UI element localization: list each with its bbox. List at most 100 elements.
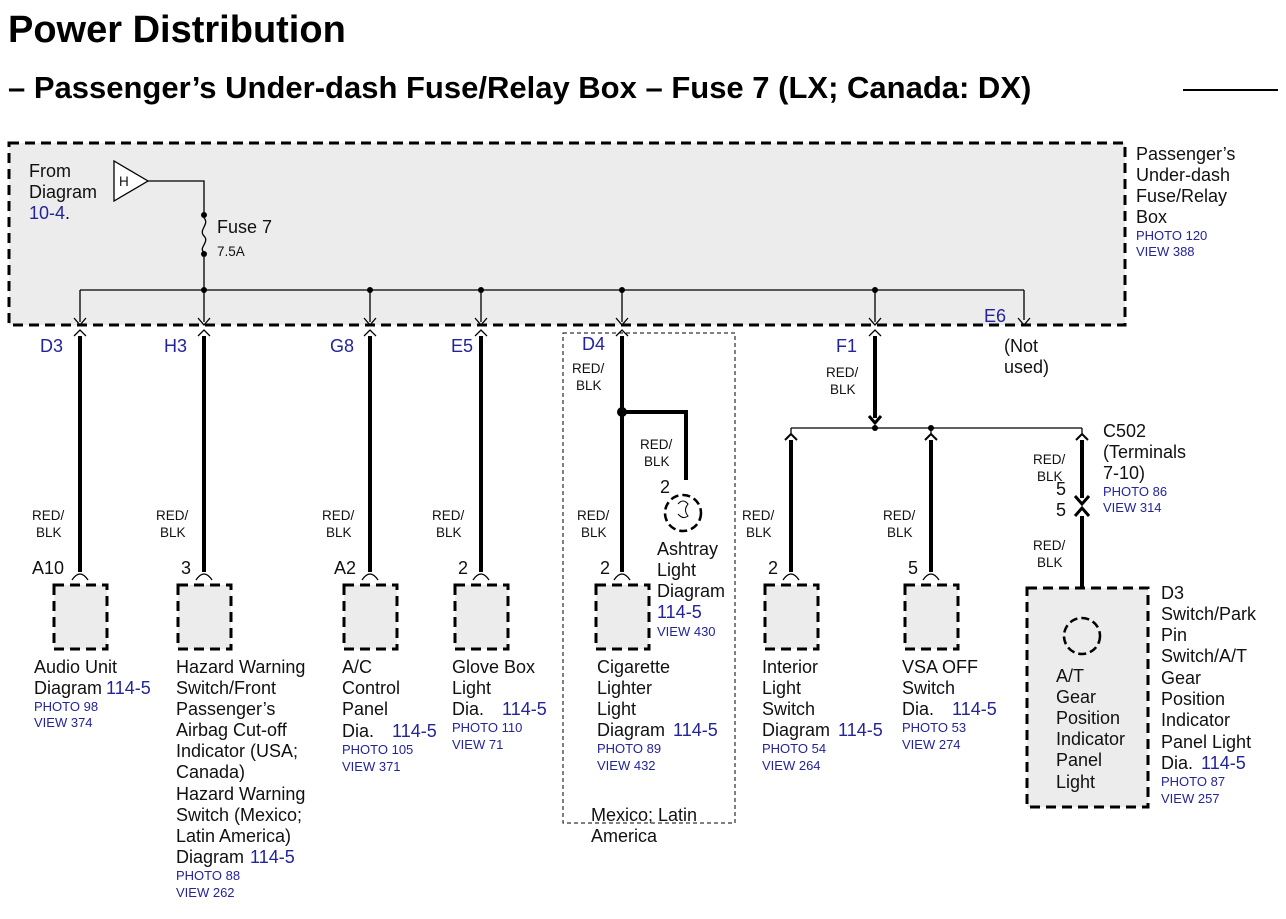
svg-text:Indicator: Indicator: [1056, 729, 1125, 749]
component-pin: 2: [768, 558, 778, 578]
component-photo-link[interactable]: PHOTO 89: [597, 741, 661, 756]
component-ref-link[interactable]: 114-5: [250, 847, 295, 867]
fuse-box-name-line: Under-dash: [1136, 165, 1230, 185]
svg-text:Glove Box: Glove Box: [452, 657, 535, 677]
svg-text:Light: Light: [452, 678, 491, 698]
fuse-box-photo-link[interactable]: PHOTO 120: [1136, 228, 1207, 243]
terminal-label: H3: [164, 336, 187, 356]
component-view-link[interactable]: VIEW 371: [342, 759, 401, 774]
splice-dot: [617, 407, 627, 417]
fuse-box-name-line: Passenger’s: [1136, 144, 1235, 164]
svg-text:RED/: RED/: [883, 508, 916, 523]
svg-text:BLK: BLK: [1037, 469, 1063, 484]
fuse-box-view-link[interactable]: VIEW 388: [1136, 244, 1195, 259]
svg-text:RED/: RED/: [572, 361, 605, 376]
component-view-link[interactable]: VIEW 71: [452, 737, 503, 752]
svg-text:Panel: Panel: [342, 699, 388, 719]
component-park-pin-switch: D3 Switch/Park Pin Switch/A/T Gear Posit…: [1161, 583, 1257, 806]
not-used-label: (Not: [1004, 336, 1038, 356]
terminal-label: E6: [984, 306, 1006, 326]
svg-text:Dia.114-5: Dia.114-5: [902, 699, 997, 719]
svg-text:Switch/A/T: Switch/A/T: [1161, 646, 1247, 666]
component-ref-link[interactable]: 114-5: [106, 678, 151, 698]
c502-label: C502: [1103, 421, 1146, 441]
ashtray-pin: 2: [660, 477, 670, 497]
svg-text:RED/: RED/: [826, 365, 859, 380]
svg-text:Canada): Canada): [176, 762, 245, 782]
fuse-box-name-line: Fuse/Relay: [1136, 186, 1227, 206]
svg-text:RED/: RED/: [432, 508, 465, 523]
svg-text:Light: Light: [762, 678, 801, 698]
component-ref-link[interactable]: 114-5: [673, 720, 718, 740]
component-photo-link[interactable]: PHOTO 105: [342, 742, 413, 757]
component-photo-link[interactable]: PHOTO 87: [1161, 774, 1225, 789]
c502-photo-link[interactable]: PHOTO 86: [1103, 484, 1167, 499]
from-diagram-ref-period: .: [65, 203, 70, 223]
svg-text:Control: Control: [342, 678, 400, 698]
component-view-link[interactable]: VIEW 274: [902, 737, 961, 752]
component-view-link[interactable]: VIEW 262: [176, 885, 235, 900]
ashtray-ref-link[interactable]: 114-5: [657, 602, 702, 622]
svg-text:BLK: BLK: [581, 525, 607, 540]
svg-text:RED/: RED/: [1033, 452, 1066, 467]
page-title: Power Distribution: [8, 9, 346, 51]
feed-wire: [148, 180, 205, 215]
component-view-link[interactable]: VIEW 257: [1161, 791, 1220, 806]
from-diagram-label: Diagram: [29, 182, 97, 202]
svg-text:Dia.114-5: Dia.114-5: [342, 721, 437, 741]
component-photo-link[interactable]: PHOTO 54: [762, 741, 826, 756]
svg-text:Switch/Park: Switch/Park: [1161, 604, 1257, 624]
terminal-label: D4: [582, 334, 605, 354]
c502-view-link[interactable]: VIEW 314: [1103, 500, 1162, 515]
svg-text:BLK: BLK: [36, 525, 62, 540]
fuse-terminal-top: [201, 212, 207, 218]
component-ref-link[interactable]: 114-5: [1201, 753, 1246, 773]
component-ref-link[interactable]: 114-5: [392, 721, 437, 741]
terminal-label: E5: [451, 336, 473, 356]
component-ref-link[interactable]: 114-5: [502, 699, 547, 719]
component-view-link[interactable]: VIEW 432: [597, 758, 656, 773]
component-view-link[interactable]: VIEW 264: [762, 758, 821, 773]
f1-branch: [784, 415, 1089, 441]
component-photo-link[interactable]: PHOTO 53: [902, 720, 966, 735]
component-view-link[interactable]: VIEW 374: [34, 715, 93, 730]
fuse-relay-box: [7, 141, 1127, 327]
component-pin: 2: [458, 558, 468, 578]
svg-text:Gear: Gear: [1161, 668, 1201, 688]
fuse-rating: 7.5A: [217, 244, 245, 259]
ashtray-view-link[interactable]: VIEW 430: [657, 624, 716, 639]
svg-text:RED/: RED/: [1033, 538, 1066, 553]
svg-text:BLK: BLK: [1037, 555, 1063, 570]
component-photo-link[interactable]: PHOTO 110: [452, 720, 522, 735]
fuse-box-label: Passenger’s Under-dash Fuse/Relay Box PH…: [1136, 144, 1235, 259]
not-used-label: used): [1004, 357, 1049, 377]
svg-text:BLK: BLK: [830, 382, 856, 397]
from-diagram-ref-link[interactable]: 10-4: [29, 203, 65, 223]
fuse-terminal-bottom: [201, 251, 207, 257]
svg-text:Indicator (USA;: Indicator (USA;: [176, 741, 298, 761]
svg-text:BLK: BLK: [576, 378, 602, 393]
component-pin: 5: [908, 558, 918, 578]
source-connector-triangle: [113, 159, 150, 203]
component-photo-link[interactable]: PHOTO 98: [34, 699, 98, 714]
svg-text:BLK: BLK: [160, 525, 186, 540]
component-photo-link[interactable]: PHOTO 88: [176, 868, 240, 883]
component-ref-link[interactable]: 114-5: [952, 699, 997, 719]
component-ref-link[interactable]: 114-5: [838, 720, 883, 740]
bus-drops: [79, 290, 1025, 322]
svg-text:RED/: RED/: [156, 508, 189, 523]
svg-text:Latin America): Latin America): [176, 826, 291, 846]
region-note: America: [591, 826, 658, 846]
svg-text:VSA OFF: VSA OFF: [902, 657, 978, 677]
svg-text:Dia.114-5: Dia.114-5: [452, 699, 547, 719]
svg-text:D3: D3: [1161, 583, 1184, 603]
svg-text:Switch/Front: Switch/Front: [176, 678, 276, 698]
svg-text:BLK: BLK: [746, 525, 772, 540]
component-pin: 2: [600, 558, 610, 578]
